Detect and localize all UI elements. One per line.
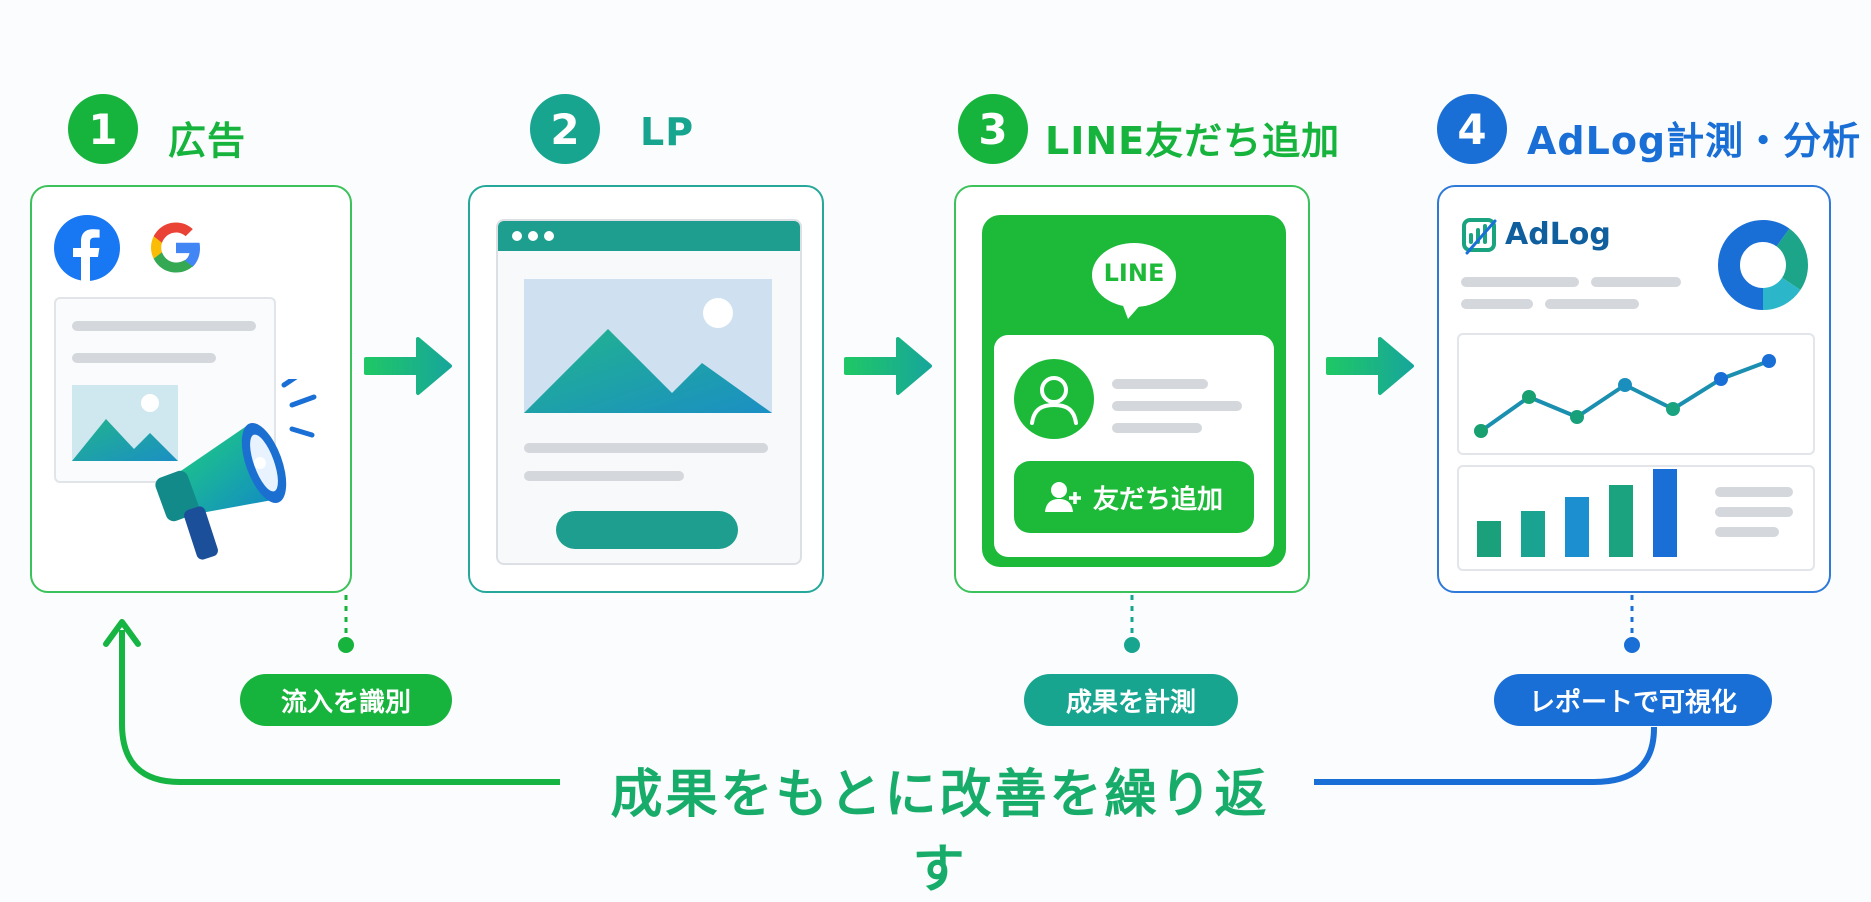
browser-dot-icon [528,231,538,241]
dashboard-text-line [1461,299,1533,309]
step-3-number: 3 [958,94,1028,164]
bar-chart-panel [1457,465,1815,571]
line-card: LINE 友だち追加 [954,185,1310,593]
legend-line [1715,507,1793,517]
flow-arrow-1 [364,337,452,395]
profile-text-line [1112,401,1242,411]
browser-window [496,219,802,565]
lp-cta-button[interactable] [556,511,738,549]
line-chart-panel [1457,333,1815,455]
step-2-number: 2 [530,94,600,164]
add-friend-button[interactable]: 友だち追加 [1014,461,1254,533]
browser-toolbar [498,221,800,251]
facebook-icon [54,215,120,281]
tag-inflow: 流入を識別 [240,674,452,726]
lp-card [468,185,824,593]
step-1-title: 広告 [168,119,247,163]
line-logo-icon [1092,243,1176,319]
add-user-icon [1044,482,1081,512]
line-chart-icon [1474,354,1776,438]
profile-text-line [1112,423,1202,433]
profile-text-line [1112,379,1208,389]
flow-arrow-2 [844,337,932,395]
feedback-loop-arrow [103,619,1657,785]
dashboard-text-line [1461,277,1579,287]
dashboard-text-line [1545,299,1639,309]
lp-text-line [524,443,768,453]
megaphone-icon [155,379,317,560]
browser-dot-icon [544,231,554,241]
hero-image-icon [524,279,772,413]
line-profile-card: 友だち追加 [994,335,1274,557]
loop-label: 成果をもとに改善を繰り返す [610,765,1270,900]
legend-line [1715,527,1779,537]
connector-report [1624,595,1640,653]
adlog-logo-icon [1462,218,1497,255]
bar-chart-icon [1477,469,1677,557]
dashboard-text-line [1591,277,1681,287]
step-3-title: LINE友だち追加 [1045,119,1341,163]
user-icon [1014,359,1094,439]
flow-arrow-3 [1326,337,1414,395]
browser-dot-icon [512,231,522,241]
donut-chart-icon [1718,220,1808,310]
connector-inflow [338,595,354,653]
step-4-number: 4 [1437,94,1507,164]
adlog-brand: AdLog [1505,217,1611,252]
add-friend-label: 友だち追加 [1092,484,1223,515]
step-1-number: 1 [68,94,138,164]
google-icon [151,222,200,273]
step-2-title: LP [640,110,695,154]
tag-report: レポートで可視化 [1494,674,1772,726]
ad-card [30,185,352,593]
line-logo-text: LINE [1103,259,1165,287]
ad-text-line [72,321,256,331]
tag-measure: 成果を計測 [1024,674,1238,726]
step-4-title: AdLog計測・分析 [1527,119,1862,163]
legend-line [1715,487,1793,497]
ad-image-icon [72,385,178,461]
line-panel: LINE 友だち追加 [982,215,1286,567]
ad-text-line [72,353,216,363]
lp-text-line [524,471,684,481]
connector-measure [1124,595,1140,653]
adlog-card: AdLog [1437,185,1831,593]
